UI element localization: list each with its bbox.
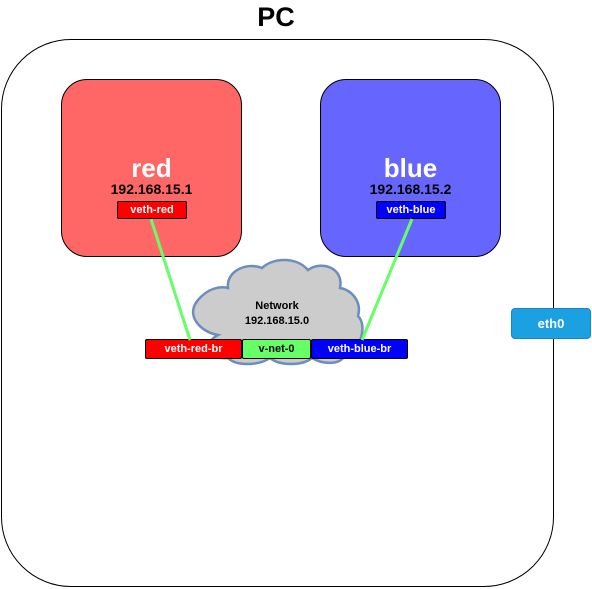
eth0-interface[interactable]: eth0 xyxy=(511,308,591,339)
network-title: Network xyxy=(255,300,299,312)
veth-blue-interface[interactable]: veth-blue xyxy=(376,201,446,219)
network-ip: 192.168.15.0 xyxy=(244,315,310,327)
v-net-0-bridge[interactable]: v-net-0 xyxy=(242,339,311,359)
namespace-red-name: red xyxy=(131,153,172,183)
cloud-shape xyxy=(191,258,364,366)
namespace-red-box[interactable]: red 192.168.15.1 veth-red xyxy=(61,79,242,257)
pc-title: PC xyxy=(257,2,295,32)
namespace-blue-ip: 192.168.15.2 xyxy=(369,181,452,197)
network-label: Network 192.168.15.0 xyxy=(224,299,330,329)
veth-red-interface[interactable]: veth-red xyxy=(117,201,187,219)
namespace-blue-name: blue xyxy=(383,153,438,183)
veth-red-br-interface[interactable]: veth-red-br xyxy=(145,339,242,359)
namespace-red-ip: 192.168.15.1 xyxy=(110,181,193,197)
veth-blue-br-interface[interactable]: veth-blue-br xyxy=(311,339,408,359)
namespace-blue-box[interactable]: blue 192.168.15.2 veth-blue xyxy=(320,79,501,257)
